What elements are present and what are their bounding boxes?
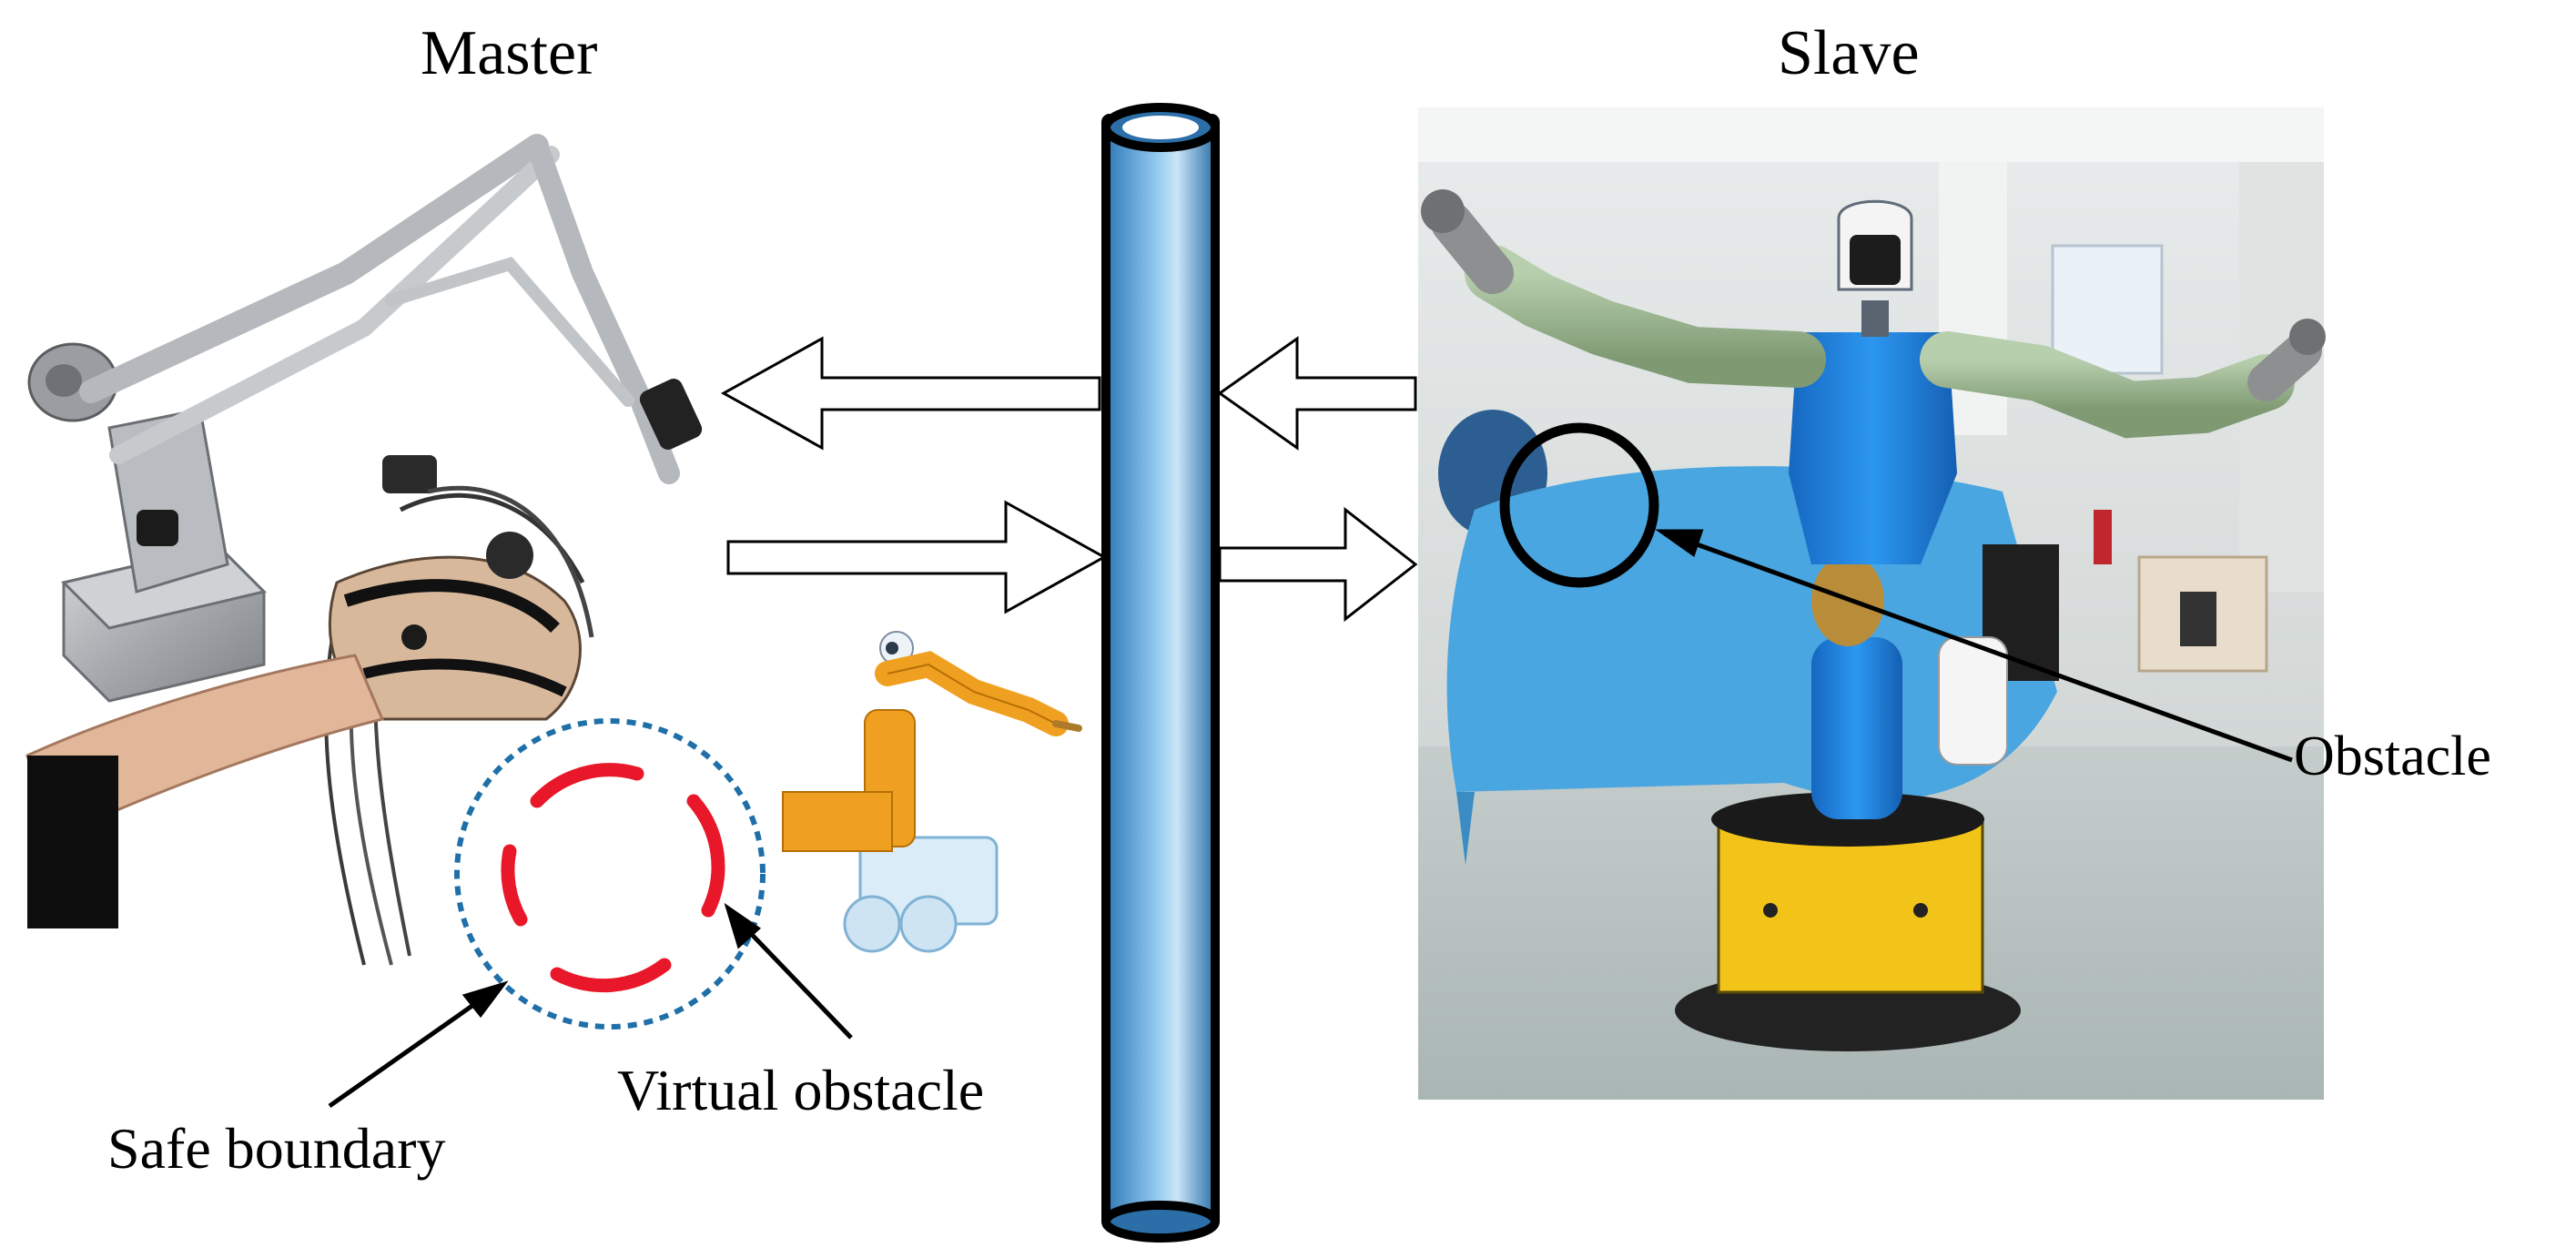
- master-device-illustration: [25, 134, 703, 966]
- feedback-arrow-from-slave: [1217, 336, 1417, 451]
- slave-robot-photo: [1418, 107, 2326, 1100]
- safe-boundary-circle: [454, 718, 766, 1030]
- slave-label: Slave: [1778, 18, 1920, 88]
- command-arrow-from-master: [726, 500, 1108, 614]
- obstacle-label: Obstacle: [2294, 725, 2491, 787]
- obstacle-pointer-line: [1655, 529, 2293, 763]
- communication-channel-pipe: [1101, 103, 1220, 1243]
- virtual-robot-icon: [782, 631, 1082, 953]
- master-label: Master: [421, 18, 598, 88]
- command-arrow-to-slave: [1218, 506, 1418, 623]
- safe-boundary-label: Safe boundary: [107, 1116, 446, 1181]
- virtual-obstacle-label: Virtual obstacle: [617, 1058, 985, 1122]
- obstacle-marker-circle: [1499, 422, 1659, 588]
- virtual-obstacle-ring: [501, 763, 725, 993]
- annotation-lines-master: [328, 902, 853, 1109]
- feedback-arrow-to-master: [720, 336, 1101, 451]
